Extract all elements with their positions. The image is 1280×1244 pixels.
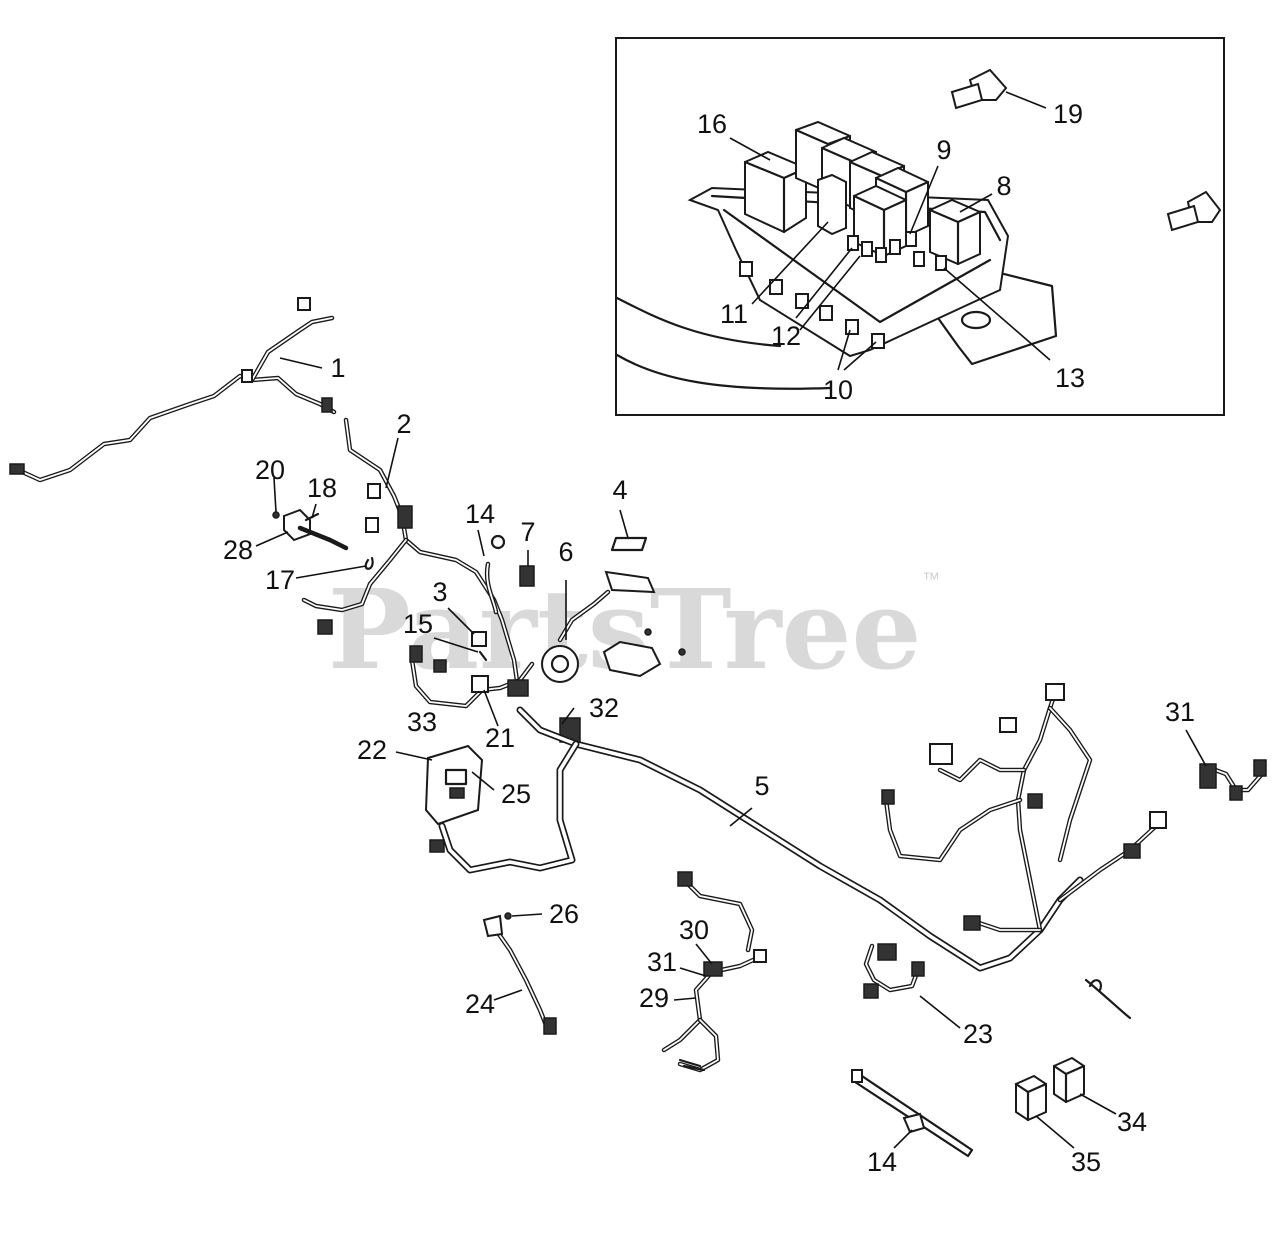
callout-21: 21: [485, 723, 515, 753]
callout-12-inset: 12: [771, 321, 801, 351]
callout-35: 35: [1071, 1147, 1101, 1177]
callout-14-bottom: 14: [867, 1147, 897, 1177]
callout-24: 24: [465, 989, 495, 1019]
cover: [604, 570, 656, 594]
connector-3: [471, 631, 487, 647]
relay-35: [1014, 1074, 1048, 1122]
callout-34: 34: [1117, 1107, 1147, 1137]
harness-23: [863, 943, 925, 999]
clip-17: [364, 556, 374, 570]
callout-31-lower: 31: [647, 947, 677, 977]
relay-21: [471, 675, 489, 693]
horn-6: [541, 645, 579, 683]
connector-33: [507, 679, 529, 697]
callout-10: 10: [823, 375, 853, 405]
harness-31: [1199, 759, 1267, 801]
callout-3: 3: [432, 577, 447, 607]
harness-1: [9, 297, 337, 483]
callout-28: 28: [223, 535, 253, 565]
relay-group: [743, 120, 982, 271]
callout-5: 5: [754, 771, 769, 801]
inset-frame: [615, 37, 1225, 416]
callout-25: 25: [501, 779, 531, 809]
nut-26: [504, 912, 512, 920]
clip-15: [478, 650, 488, 662]
connector-ports: [739, 261, 885, 349]
controller-module: [424, 744, 484, 853]
connector: [321, 397, 333, 413]
relay-28-assembly: [272, 508, 349, 551]
fuse-box-small: [602, 640, 662, 678]
callout-6: 6: [558, 537, 573, 567]
relay-28: [283, 508, 311, 542]
callout-33: 33: [407, 707, 437, 737]
fuse-13: [935, 255, 947, 271]
label-4: [610, 536, 648, 552]
mounting-hole: [960, 310, 992, 330]
callout-7: 7: [520, 517, 535, 547]
callout-labels: 19 16 9 8 11 12 10 13 1 2 20 18 4 14 7 2…: [223, 99, 1195, 1177]
bolt-lower: [1166, 190, 1222, 232]
connector: [9, 463, 25, 475]
inset-bracket-curve-lower: [615, 353, 832, 390]
clip-14: [490, 534, 506, 550]
callout-22: 22: [357, 735, 387, 765]
connector-7: [519, 565, 535, 587]
callout-15: 15: [403, 609, 433, 639]
callout-11: 11: [720, 299, 748, 329]
fuse-block-detail-inset: [615, 37, 1225, 416]
maxi-fuse-11: [817, 173, 847, 236]
fuse-12: [847, 235, 859, 251]
callout-30: 30: [679, 915, 709, 945]
callout-9: 9: [936, 135, 951, 165]
nut-20: [272, 511, 280, 519]
connector: [397, 505, 413, 529]
clip: [1084, 978, 1132, 1020]
cable-tie-14: [850, 1069, 974, 1158]
connector-30: [703, 961, 723, 977]
callout-1: 1: [330, 353, 345, 383]
harness-5: [438, 683, 1167, 972]
callout-13: 13: [1055, 363, 1085, 393]
fuse-box-housing: [687, 186, 1010, 358]
callout-26: 26: [549, 899, 579, 929]
callout-14-top: 14: [465, 499, 495, 529]
callout-17: 17: [265, 565, 295, 595]
sensor-24: [482, 912, 557, 1035]
fuse-9: [905, 231, 917, 247]
leader-lines: [255, 357, 1207, 1149]
bolt-19: [950, 68, 1008, 110]
fuse-box-inner-rim: [722, 208, 992, 324]
callout-32: 32: [589, 693, 619, 723]
callout-20: 20: [255, 455, 285, 485]
inset-bracket-curve-upper: [615, 296, 782, 348]
watermark-trademark: ™: [922, 569, 940, 589]
callout-8: 8: [996, 171, 1011, 201]
callout-18: 18: [307, 473, 337, 503]
relay-16: [744, 150, 807, 234]
callout-4: 4: [612, 475, 627, 505]
connector: [297, 297, 311, 311]
relay-34: [1052, 1056, 1086, 1104]
harness-2: [301, 417, 521, 691]
harness-center: [409, 534, 686, 743]
callout-29: 29: [639, 983, 669, 1013]
callout-2: 2: [396, 409, 411, 439]
callout-23: 23: [963, 1019, 993, 1049]
relay-8: [929, 198, 981, 266]
callout-19: 19: [1053, 99, 1083, 129]
harness-29: [661, 871, 767, 1073]
callout-16: 16: [697, 109, 727, 139]
callout-31-right: 31: [1165, 697, 1195, 727]
